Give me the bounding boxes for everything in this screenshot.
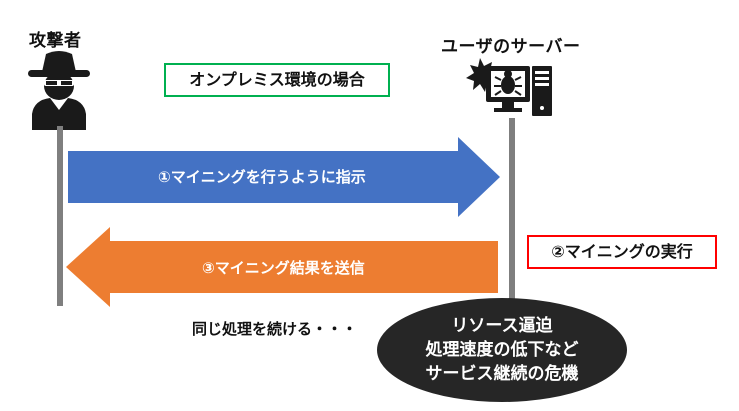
attacker-lifeline [57,126,63,306]
scenario-label: オンプレミス環境の場合 [164,63,390,97]
loop-text: 同じ処理を続ける・・・ [192,320,358,338]
hacker-icon [24,48,94,132]
impact-line-2: 処理速度の低下など [425,340,579,360]
result-label: ③マイニング結果を送信 [202,259,365,277]
instruction-label: ①マイニングを行うように指示 [158,168,366,186]
attacker-label: 攻撃者 [29,31,82,51]
infected-server-icon [466,52,556,120]
server-lifeline [509,118,515,308]
impact-ellipse: リソース逼迫 処理速度の低下など サービス継続の危機 [377,298,627,402]
impact-line-3: サービス継続の危機 [425,364,579,384]
server-label: ユーザのサーバー [441,37,581,57]
execution-label: ②マイニングの実行 [527,235,717,269]
instruction-arrow [68,137,500,217]
result-arrow [66,227,498,307]
impact-line-1: リソース逼迫 [451,316,553,336]
